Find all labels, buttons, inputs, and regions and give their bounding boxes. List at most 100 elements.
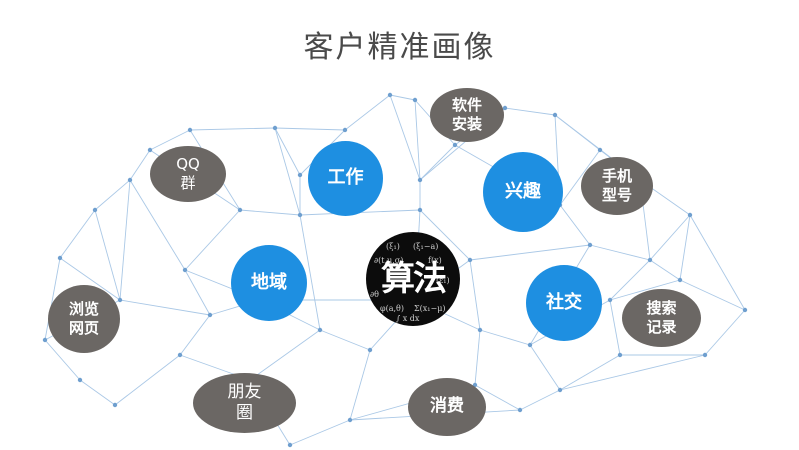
- formula-text: f(x): [428, 256, 442, 265]
- node-friends-line2: 圈: [236, 403, 253, 423]
- network-edge: [419, 144, 456, 181]
- network-node-dot: [677, 277, 683, 283]
- network-edge: [249, 329, 321, 381]
- network-edge: [184, 269, 211, 316]
- node-work-label: 工作: [327, 167, 364, 189]
- network-edge: [689, 214, 746, 311]
- network-edge: [559, 354, 621, 391]
- network-edge: [609, 299, 621, 356]
- network-node-dot: [687, 212, 693, 218]
- network-node-dot: [187, 127, 193, 133]
- network-edge: [59, 257, 121, 301]
- network-edge: [184, 209, 241, 271]
- network-edge: [94, 209, 121, 301]
- node-qq-line1: QQ: [176, 155, 200, 174]
- network-node-dot: [617, 352, 623, 358]
- network-edge: [649, 214, 691, 261]
- node-software-install: 软件安装: [430, 88, 504, 142]
- network-edge: [474, 384, 521, 411]
- network-edge: [349, 349, 371, 421]
- node-search-line2: 记录: [646, 318, 677, 336]
- network-node-dot: [412, 97, 418, 103]
- network-node-dot: [297, 172, 303, 178]
- network-edge: [414, 99, 421, 181]
- network-edge: [609, 279, 681, 301]
- network-edge: [289, 419, 351, 446]
- network-edge: [344, 94, 391, 131]
- node-interest: 兴趣: [483, 152, 563, 232]
- network-edge: [469, 259, 481, 331]
- node-search-history: 搜索记录: [622, 289, 701, 347]
- network-node-dot: [417, 177, 423, 183]
- network-edge: [479, 329, 531, 346]
- formula-text: Σ(x₁−μ): [414, 304, 446, 313]
- network-node-dot: [552, 112, 558, 118]
- node-interest-label: 兴趣: [505, 180, 541, 202]
- network-edge: [119, 299, 211, 316]
- network-node-dot: [347, 417, 353, 423]
- network-node-dot: [147, 147, 153, 153]
- network-edge: [609, 259, 651, 301]
- network-edge: [469, 244, 591, 261]
- network-edge: [679, 279, 746, 311]
- node-software-line1: 软件: [451, 96, 482, 115]
- network-node-dot: [342, 127, 348, 133]
- network-node-dot: [417, 207, 423, 213]
- network-edge: [319, 329, 371, 351]
- network-edge: [649, 259, 681, 281]
- network-node-dot: [477, 327, 483, 333]
- network-edge: [704, 309, 746, 356]
- network-node-dot: [467, 257, 473, 263]
- network-edge: [274, 127, 301, 216]
- network-node-dot: [237, 207, 243, 213]
- network-node-dot: [182, 267, 188, 273]
- network-edge: [114, 354, 181, 406]
- node-algorithm-label: 算法: [381, 258, 447, 299]
- network-edge: [274, 127, 346, 131]
- network-edge: [119, 179, 131, 301]
- network-edge: [179, 314, 211, 356]
- node-friends-line1: 朋友: [227, 381, 262, 402]
- network-node-dot: [42, 337, 48, 343]
- network-node-dot: [702, 352, 708, 358]
- node-phone-line1: 手机: [601, 167, 632, 186]
- network-node-dot: [117, 297, 123, 303]
- network-node-dot: [587, 242, 593, 248]
- node-software-line2: 安装: [451, 115, 482, 133]
- formula-text: (ξ₁): [386, 242, 400, 251]
- node-algorithm: (ξ₁) (ξ₁−a) ∂(t,μ,σ) f(x) ∂θ φ(a,θ) Σ(x₁…: [366, 232, 460, 326]
- node-browse-web: 浏览网页: [48, 285, 120, 353]
- network-edge: [559, 354, 706, 391]
- formula-text: ∫ x dx: [396, 314, 420, 323]
- network-node-dot: [607, 297, 613, 303]
- node-region: 地域: [231, 245, 307, 321]
- node-friends-circle: 朋友圈: [193, 373, 296, 433]
- node-phone-line2: 型号: [601, 186, 632, 204]
- node-phone-model: 手机型号: [581, 157, 653, 215]
- network-edge: [589, 244, 651, 261]
- node-browse-line1: 浏览: [68, 300, 99, 319]
- network-edge: [529, 344, 561, 391]
- network-node-dot: [287, 442, 293, 448]
- node-consumption: 消费: [408, 378, 486, 436]
- node-search-line1: 搜索: [646, 299, 677, 318]
- node-social: 社交: [526, 265, 602, 341]
- network-edge: [59, 209, 96, 259]
- network-node-dot: [92, 207, 98, 213]
- network-node-dot: [112, 402, 118, 408]
- network-edge: [189, 127, 276, 131]
- network-node-dot: [272, 125, 278, 131]
- network-node-dot: [77, 377, 83, 383]
- network-edge: [79, 379, 116, 406]
- network-edge: [474, 329, 481, 386]
- network-node-dot: [452, 142, 458, 148]
- formula-text: φ(a,θ): [380, 304, 404, 313]
- node-consume-line1: 消费: [430, 396, 464, 417]
- network-edge: [44, 339, 81, 381]
- network-edge: [149, 129, 191, 151]
- node-browse-line2: 网页: [68, 319, 99, 337]
- formula-text: (ξ₁−a): [413, 242, 439, 251]
- network-edge: [559, 204, 591, 246]
